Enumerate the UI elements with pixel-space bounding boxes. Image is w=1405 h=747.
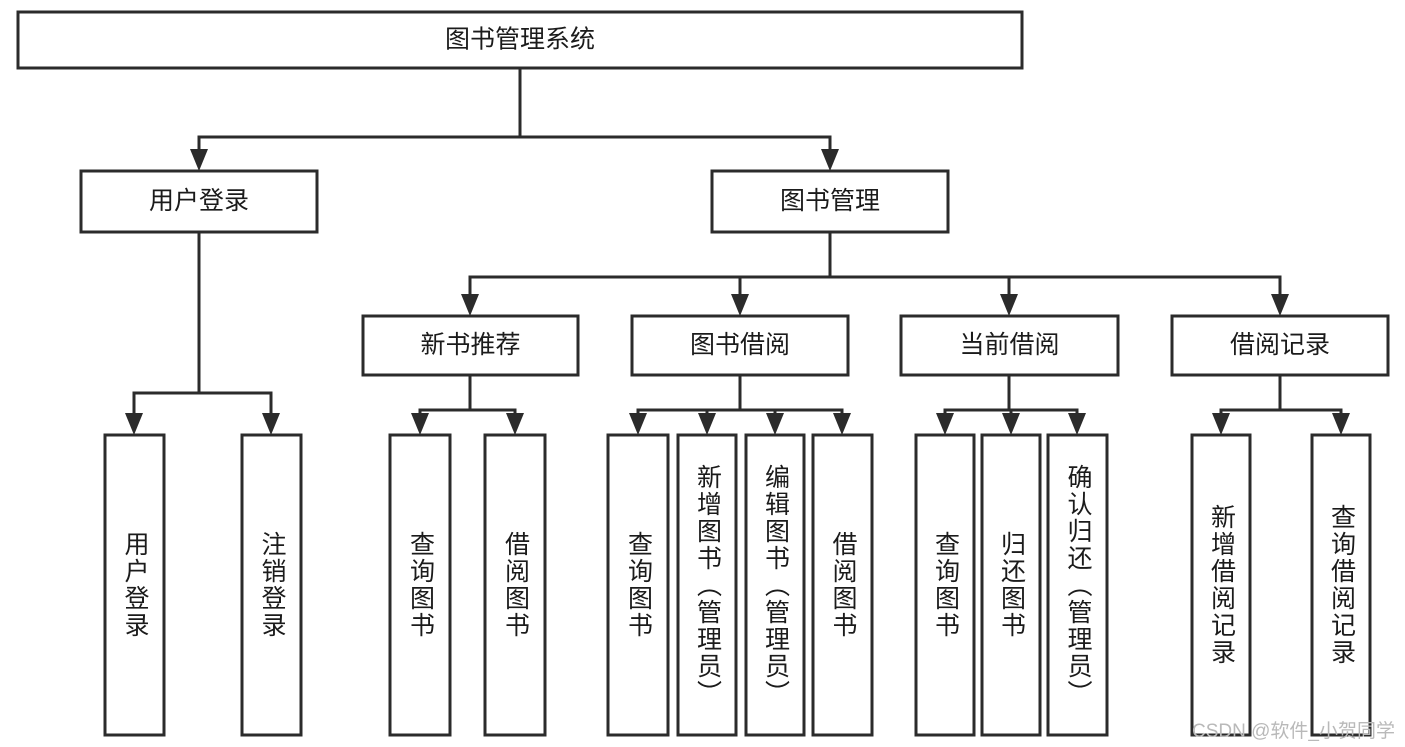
box-leaf-5-新增图书管理员[interactable] xyxy=(676,433,738,737)
box-level3-借阅记录[interactable] xyxy=(1170,314,1390,377)
box-leaf-2-查询图书[interactable] xyxy=(388,433,452,737)
label-level3-当前借阅: 当前借阅 xyxy=(959,331,1059,359)
label-level3-借阅记录: 借阅记录 xyxy=(1230,331,1330,359)
borrow-to-leaves-arrow-2 xyxy=(766,413,784,435)
box-leaf-9-归还图书[interactable] xyxy=(980,433,1042,737)
watermark-text: CSDN @软件_小贺同学 xyxy=(1192,721,1395,742)
record-to-leaves-arrow-1 xyxy=(1332,413,1350,435)
label-root-图书管理系统: 图书管理系统 xyxy=(445,26,595,54)
label-level2-图书管理: 图书管理 xyxy=(780,187,880,215)
newbook-to-leaves-arrow-1 xyxy=(506,413,524,435)
connector-layer xyxy=(125,66,1350,435)
box-level2-用户登录[interactable] xyxy=(79,169,319,234)
current-to-leaves-arrow-1 xyxy=(1002,413,1020,435)
box-leaf-12-查询借阅记录[interactable] xyxy=(1310,433,1372,737)
current-to-leaves-arrow-0 xyxy=(936,413,954,435)
root-to-level2-arrow-0 xyxy=(190,149,208,171)
box-level3-新书推荐[interactable] xyxy=(361,314,580,377)
label-level2-用户登录: 用户登录 xyxy=(149,187,249,215)
record-to-leaves-arrow-0 xyxy=(1212,413,1230,435)
box-leaf-0-用户登录[interactable] xyxy=(103,433,166,737)
box-leaf-4-查询图书[interactable] xyxy=(606,433,670,737)
box-leaf-3-借阅图书[interactable] xyxy=(483,433,547,737)
borrow-to-leaves-arrow-3 xyxy=(833,413,851,435)
label-level3-图书借阅: 图书借阅 xyxy=(690,331,790,359)
login-to-leaves-arrow-1 xyxy=(262,413,280,435)
box-level3-当前借阅[interactable] xyxy=(899,314,1120,377)
borrow-to-leaves-arrow-0 xyxy=(629,413,647,435)
newbook-to-leaves-arrow-0 xyxy=(411,413,429,435)
bookmgmt-to-level3-arrow-0 xyxy=(461,294,479,316)
box-level3-图书借阅[interactable] xyxy=(630,314,850,377)
login-to-leaves-arrow-0 xyxy=(125,413,143,435)
box-layer xyxy=(16,10,1390,737)
box-leaf-1-注销登录[interactable] xyxy=(240,433,303,737)
root-to-level2-arrow-1 xyxy=(821,149,839,171)
label-level3-新书推荐: 新书推荐 xyxy=(420,331,520,359)
borrow-to-leaves-arrow-1 xyxy=(698,413,716,435)
bookmgmt-to-level3-arrow-2 xyxy=(1000,294,1018,316)
box-leaf-11-新增借阅记录[interactable] xyxy=(1190,433,1252,737)
box-level2-图书管理[interactable] xyxy=(710,169,950,234)
bookmgmt-to-level3-arrow-3 xyxy=(1271,294,1289,316)
box-leaf-6-编辑图书管理员[interactable] xyxy=(744,433,806,737)
box-leaf-10-确认归还管理员[interactable] xyxy=(1046,433,1109,737)
current-to-leaves-arrow-2 xyxy=(1068,413,1086,435)
box-root-图书管理系统[interactable] xyxy=(16,10,1024,70)
box-leaf-8-查询图书[interactable] xyxy=(914,433,976,737)
box-leaf-7-借阅图书[interactable] xyxy=(811,433,874,737)
bookmgmt-to-level3-arrow-1 xyxy=(731,294,749,316)
